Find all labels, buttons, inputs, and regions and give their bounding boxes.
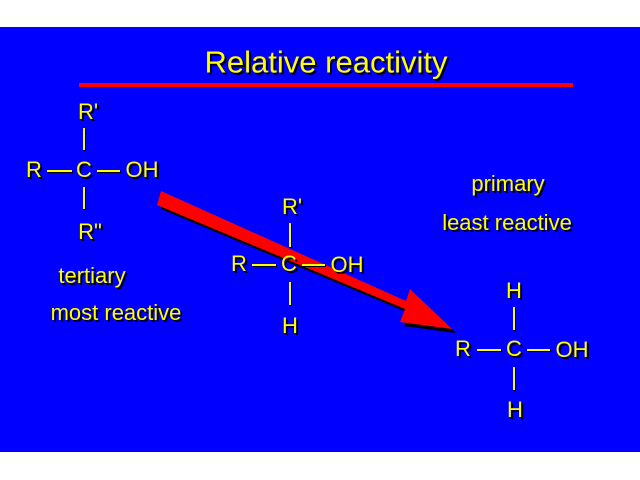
atom-h: H [282, 313, 298, 338]
bond [252, 264, 276, 266]
bond [302, 264, 325, 266]
atom-oh: OH [555, 337, 589, 362]
atom-h-bottom: H [507, 397, 523, 422]
atom-r-prime: R' [281, 194, 303, 219]
bond [513, 307, 515, 330]
atom-r: R [455, 336, 471, 361]
bond [97, 170, 120, 172]
bond [289, 223, 291, 247]
atom-oh: OH [330, 252, 364, 277]
arrow-body [157, 191, 452, 329]
atom-r-prime: R' [77, 99, 99, 124]
atom-c: C [76, 157, 92, 182]
bond [477, 349, 501, 351]
most-reactive-label: most reactive [50, 300, 182, 325]
bond [527, 349, 550, 351]
atom-r-double-prime: R" [78, 219, 102, 244]
title-underline [79, 83, 573, 87]
bond [83, 187, 85, 209]
atom-r: R [231, 251, 247, 276]
slide-title: Relative reactivity [204, 44, 448, 80]
bond [513, 367, 515, 390]
bond [83, 128, 85, 150]
atom-oh: OH [125, 157, 159, 182]
slide-background [0, 27, 640, 452]
atom-c: C [506, 336, 522, 361]
bond [289, 282, 291, 305]
tertiary-label: tertiary [58, 263, 126, 288]
atom-c: C [281, 251, 297, 276]
atom-h-top: H [506, 278, 522, 303]
primary-label: primary [471, 171, 545, 196]
least-reactive-label: least reactive [442, 210, 572, 235]
atom-r: R [26, 157, 42, 182]
bond [47, 170, 72, 172]
